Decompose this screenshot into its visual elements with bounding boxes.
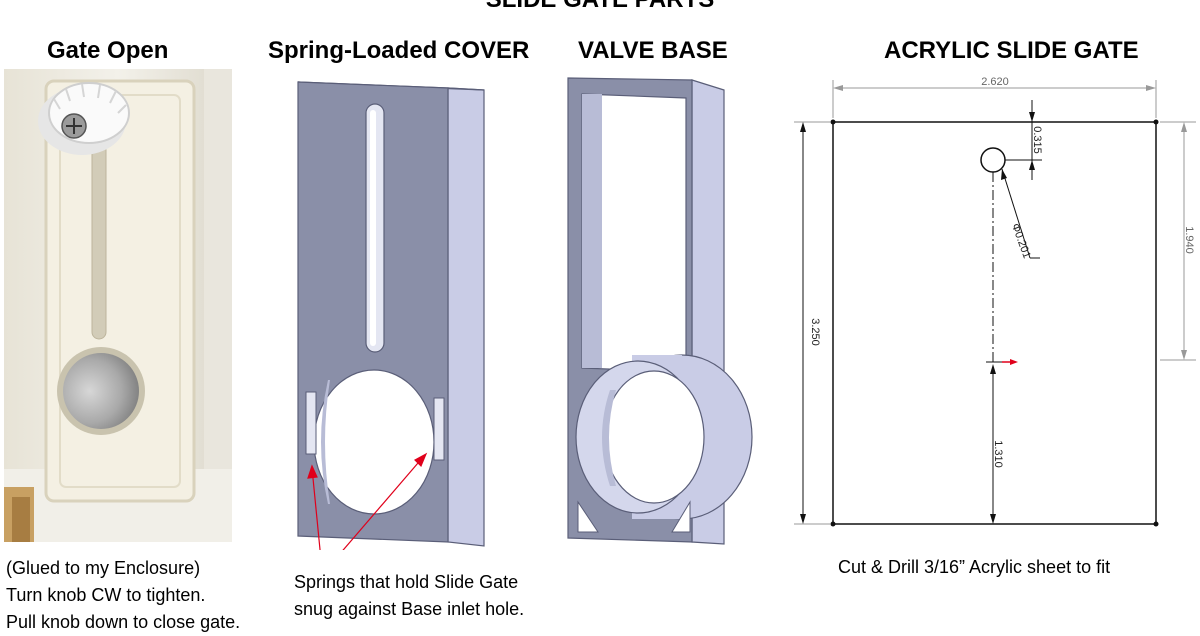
photo-heading: Gate Open	[47, 37, 169, 64]
valve-base-drawing	[567, 77, 753, 545]
slide-gate-drawing: 2.620 3.250 0.315 Φ0.201 1.940 1.310	[794, 76, 1196, 527]
gate-caption: Cut & Drill 3/16” Acrylic sheet to fit	[838, 557, 1111, 577]
dim-lower-height: 1.310	[992, 440, 1004, 468]
cover-caption: Springs that hold Slide Gate snug agains…	[294, 569, 524, 623]
dim-height: 3.250	[809, 318, 821, 346]
gate-open-photo	[4, 69, 232, 542]
cover-caption-line: snug against Base inlet hole.	[294, 599, 525, 619]
spring-cover-drawing	[297, 81, 485, 550]
page-title: SLIDE GATE PARTS	[0, 0, 1200, 14]
cover-heading: Spring-Loaded COVER	[268, 37, 530, 64]
gate-heading: ACRYLIC SLIDE GATE	[884, 37, 1139, 64]
photo-caption-line: (Glued to my Enclosure)	[6, 558, 201, 578]
dim-hole-diameter: Φ0.201	[1009, 222, 1033, 260]
dim-width: 2.620	[981, 76, 1009, 88]
cover-caption-line: Springs that hold Slide Gate	[294, 572, 519, 592]
dim-right-height: 1.940	[1183, 226, 1195, 254]
base-heading: VALVE BASE	[578, 37, 728, 64]
dim-hole-offset: 0.315	[1031, 126, 1043, 154]
photo-caption: (Glued to my Enclosure) Turn knob CW to …	[6, 555, 240, 636]
photo-caption-line: Pull knob down to close gate.	[6, 612, 241, 632]
photo-caption-line: Turn knob CW to tighten.	[6, 585, 206, 605]
